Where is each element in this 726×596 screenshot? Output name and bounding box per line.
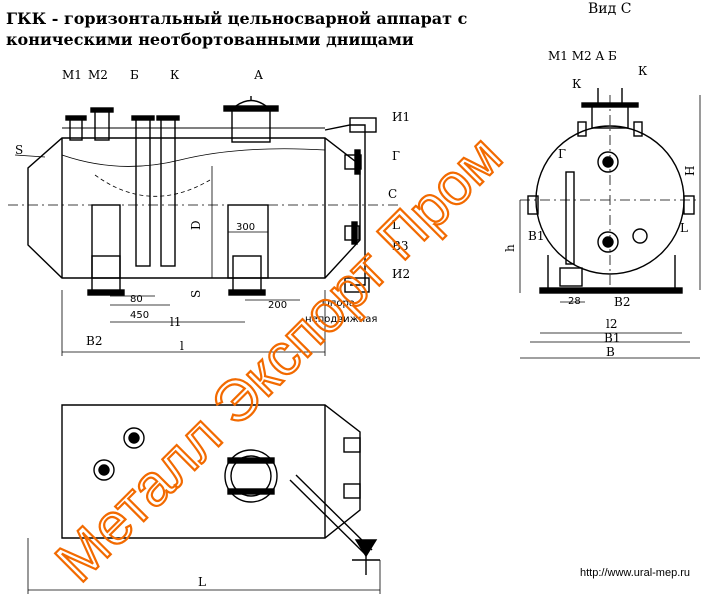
label-v3: В3 — [392, 239, 408, 253]
support-label-2: неподвижная — [305, 314, 377, 325]
label-m2: M2 — [88, 68, 108, 82]
side-view — [519, 88, 701, 359]
label-b: Б — [130, 68, 139, 82]
dim-450: 450 — [130, 310, 149, 321]
label-i2: И2 — [392, 267, 410, 281]
label-l: L — [392, 218, 400, 232]
label-m1: M1 — [62, 68, 82, 82]
label-s-support: S — [189, 290, 203, 298]
dim-200: 200 — [268, 300, 287, 311]
site-url[interactable]: http://www.ural-mep.ru — [580, 567, 691, 579]
dim-l2: l2 — [606, 317, 617, 331]
side-label-l: L — [680, 221, 688, 235]
dim-300: 300 — [236, 222, 255, 233]
side-label-v1: В1 — [528, 229, 544, 243]
label-d: D — [189, 220, 203, 230]
side-label-h-lower: h — [503, 244, 517, 252]
side-label-h-upper: H — [683, 166, 697, 176]
view-c-caption: Вид С — [588, 1, 632, 17]
label-c: С — [388, 187, 397, 201]
label-v2-front: В2 — [86, 334, 102, 348]
dim-l1: l1 — [170, 315, 181, 329]
dim-v: В — [606, 345, 615, 359]
dim-28: 28 — [568, 296, 581, 307]
label-i1: И1 — [392, 110, 410, 124]
support-label-1: Опора — [322, 298, 355, 309]
page-title: ГКК - горизонтальный цельносварной аппар… — [6, 9, 468, 49]
label-k: К — [170, 68, 180, 82]
watermark-text: Металл Экспорт Пром — [43, 123, 514, 594]
side-label-k-right: К — [638, 64, 648, 78]
label-s-top: S — [15, 143, 23, 157]
label-g: Г — [392, 149, 400, 163]
side-label-k-left: К — [572, 77, 582, 91]
label-a: А — [254, 68, 263, 82]
dim-80: 80 — [130, 294, 143, 305]
dim-v1: В1 — [604, 331, 620, 345]
dim-l-plan: L — [198, 575, 206, 589]
plan-view — [27, 404, 381, 594]
side-label-g: Г — [558, 147, 566, 161]
side-label-v2: В2 — [614, 295, 630, 309]
front-view — [8, 96, 400, 356]
dim-l: l — [180, 339, 184, 353]
side-top-labels: M1 M2 A Б — [548, 49, 617, 63]
